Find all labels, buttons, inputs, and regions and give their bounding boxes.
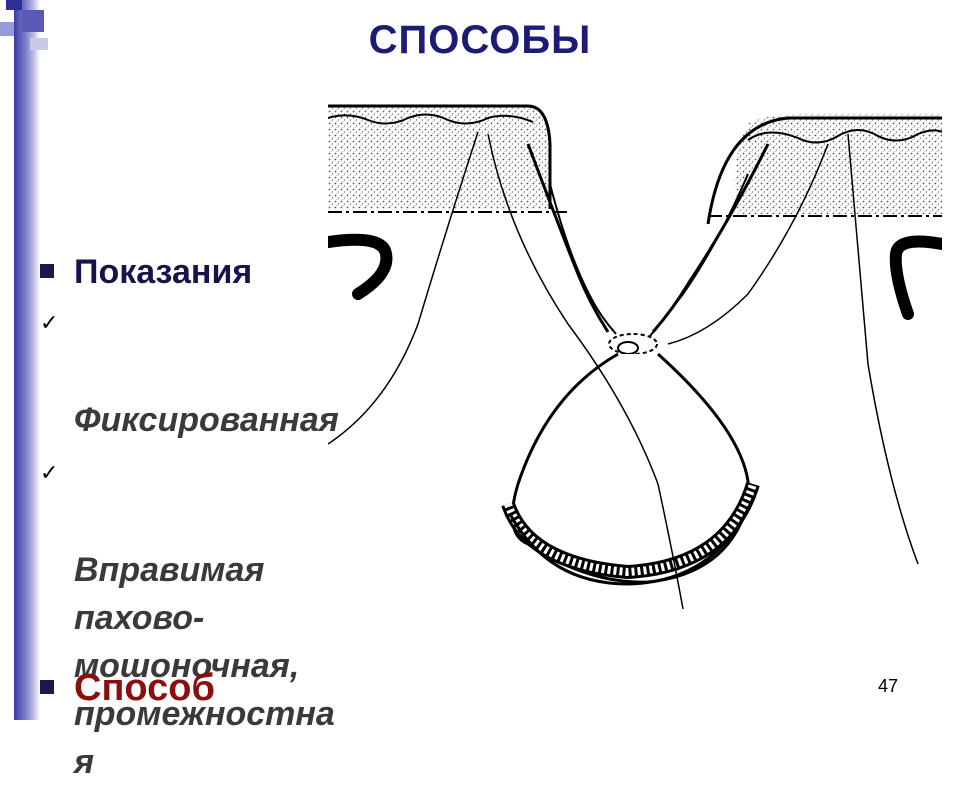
corner-decor-square [30, 38, 48, 50]
bullet-label: Способ [74, 667, 215, 709]
corner-decor-square [22, 10, 44, 32]
bullet-method: Способ [40, 664, 215, 712]
checkmark-icon: ✓ [40, 461, 59, 486]
bullet-label: Показания [74, 253, 253, 291]
square-bullet-icon [40, 264, 54, 278]
hernia-sac-ligation-diagram-icon [328, 104, 942, 610]
bullet-indications: Показания [40, 250, 420, 294]
check-item: ✓ Вправимая пахово- мошоночная, промежно… [40, 450, 420, 786]
checkmark-icon: ✓ [40, 311, 59, 336]
square-bullet-icon [40, 680, 54, 694]
left-decor-bar [14, 0, 40, 720]
corner-decor-square [6, 0, 22, 10]
page-number: 47 [878, 676, 899, 696]
slide-title: СПОСОБЫ [368, 18, 592, 62]
check-item: ✓ Фиксированная [40, 300, 420, 444]
check-label: Вправимая пахово- мошоночная, промежност… [74, 551, 335, 781]
slide-content: Показания ✓ Фиксированная ✓ Вправимая па… [40, 250, 420, 786]
check-label: Фиксированная [74, 401, 339, 439]
corner-decor-square [0, 22, 14, 36]
